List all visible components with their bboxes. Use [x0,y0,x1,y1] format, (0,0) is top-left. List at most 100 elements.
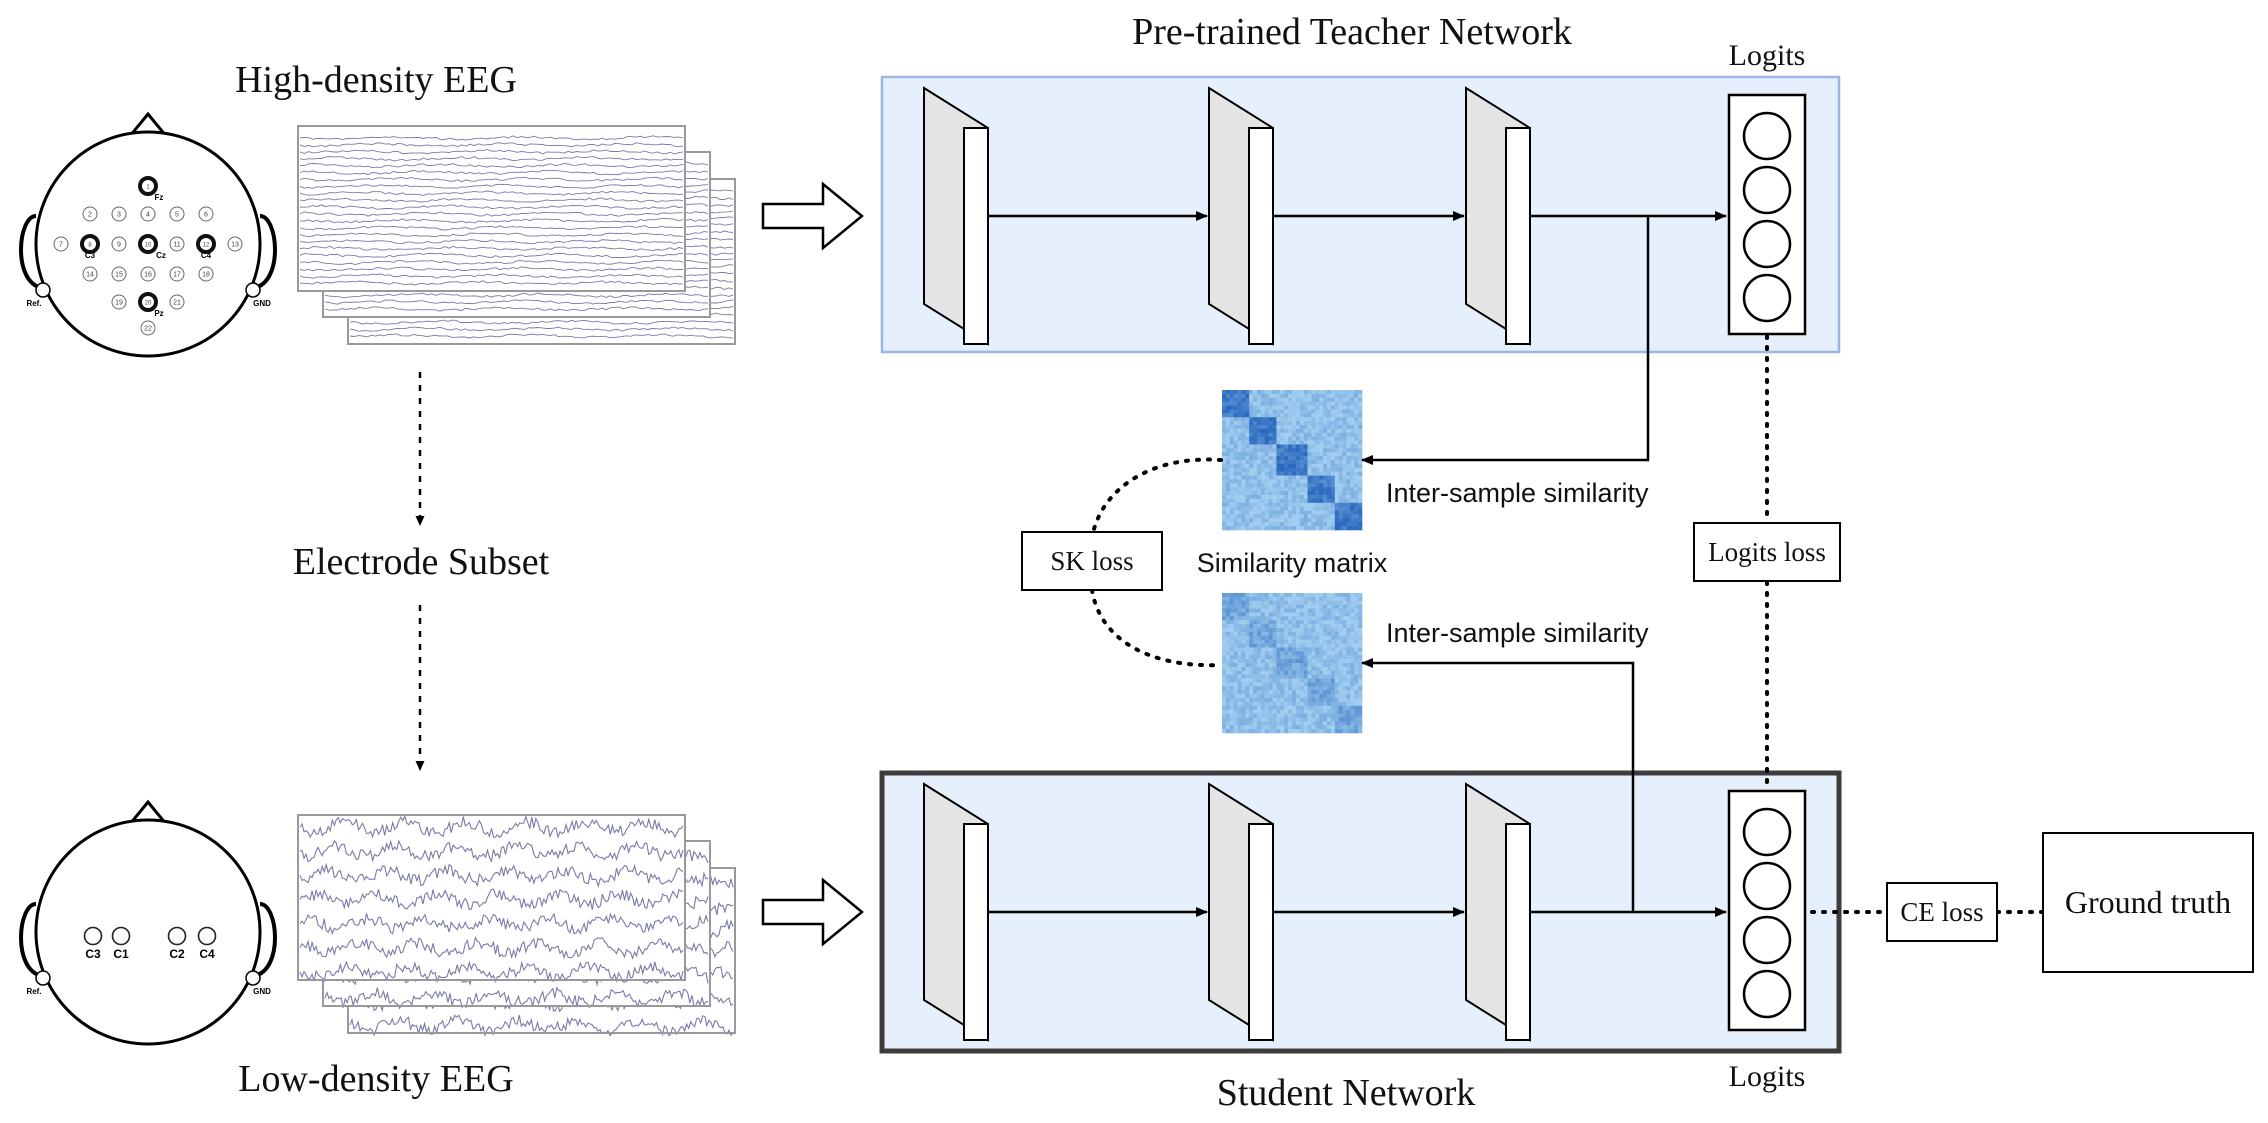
matrix-cell [1241,670,1246,675]
matrix-cell [1276,670,1281,675]
gnd-label: GND [253,987,271,996]
matrix-cell [1284,690,1289,695]
matrix-cell [1225,705,1231,710]
matrix-cell [1245,713,1250,718]
matrix-cell [1303,409,1308,414]
matrix-cell [1299,432,1304,437]
matrix-cell [1295,444,1301,449]
matrix-cell [1268,452,1273,457]
matrix-cell [1233,604,1238,609]
matrix-cell [1276,510,1281,515]
matrix-cell [1319,502,1324,507]
matrix-cell [1272,694,1277,699]
eeg-trace [299,169,684,176]
matrix-cell [1276,717,1281,722]
matrix-cell [1264,628,1269,633]
matrix-cell [1260,471,1266,476]
matrix-cell [1358,690,1363,695]
matrix-cell [1315,479,1320,484]
matrix-cell [1249,635,1254,640]
matrix-cell [1354,526,1359,531]
matrix-cell [1292,620,1297,625]
matrix-cell [1350,498,1355,504]
logits-loss-label: Logits loss [1708,537,1826,567]
matrix-cell [1288,475,1293,480]
matrix-cell [1346,686,1351,691]
matrix-cell [1249,506,1254,511]
matrix-cell [1311,471,1316,476]
matrix-cell [1295,397,1301,402]
matrix-cell [1284,401,1289,406]
matrix-cell [1245,483,1250,488]
matrix-cell [1295,596,1301,602]
matrix-cell [1299,682,1304,687]
matrix-cell [1229,510,1234,515]
matrix-cell [1338,663,1343,668]
matrix-cell [1319,405,1324,410]
matrix-cell [1245,452,1250,457]
matrix-cell [1327,713,1332,718]
matrix-cell [1225,514,1231,519]
matrix-cell [1330,686,1336,691]
matrix-cell [1276,655,1281,660]
matrix-cell [1260,452,1266,457]
matrix-cell [1315,674,1320,679]
matrix-cell [1338,713,1343,718]
matrix-cell [1299,491,1304,496]
matrix-cell [1319,413,1324,418]
matrix-cell [1358,393,1363,399]
matrix-cell [1358,518,1363,523]
matrix-cell [1358,417,1363,422]
matrix-cell [1249,666,1254,672]
matrix-cell [1280,510,1285,515]
electrode-number: 3 [117,212,121,219]
matrix-cell [1330,659,1336,664]
matrix-cell [1311,390,1316,395]
matrix-cell [1315,694,1320,699]
matrix-cell [1346,666,1351,672]
matrix-cell [1307,725,1312,730]
matrix-cell [1342,666,1347,672]
matrix-cell [1323,475,1328,480]
matrix-cell [1338,491,1343,496]
matrix-cell [1299,471,1304,476]
matrix-cell [1241,460,1246,465]
matrix-cell [1249,631,1254,637]
matrix-cell [1315,600,1320,605]
matrix-cell [1233,397,1238,402]
matrix-cell [1358,670,1363,675]
matrix-cell [1346,631,1351,637]
matrix-cell [1327,526,1332,531]
matrix-cell [1253,479,1258,484]
matrix-cell [1229,475,1234,480]
matrix-cell [1327,475,1332,480]
matrix-cell [1233,698,1238,703]
matrix-cell [1299,428,1304,434]
matrix-cell [1319,444,1324,449]
matrix-cell [1307,417,1312,422]
matrix-cell [1225,729,1231,734]
matrix-cell [1233,674,1238,679]
matrix-cell [1280,670,1285,675]
matrix-cell [1276,593,1281,598]
matrix-cell [1323,635,1328,640]
matrix-cell [1303,460,1308,465]
matrix-cell [1284,397,1289,402]
matrix-cell [1334,483,1339,488]
matrix-cell [1330,596,1336,602]
matrix-cell [1354,729,1359,734]
matrix-cell [1330,510,1336,515]
matrix-cell [1295,421,1301,426]
matrix-cell [1330,522,1336,527]
matrix-cell [1272,444,1277,449]
matrix-cell [1323,631,1328,637]
matrix-cell [1229,721,1234,726]
matrix-cell [1323,701,1328,707]
matrix-cell [1260,491,1266,496]
matrix-cell [1253,690,1258,695]
matrix-cell [1233,479,1238,484]
matrix-cell [1311,444,1316,449]
matrix-cell [1229,690,1234,695]
matrix-cell [1350,721,1355,726]
electrode-number: 8 [88,243,92,249]
